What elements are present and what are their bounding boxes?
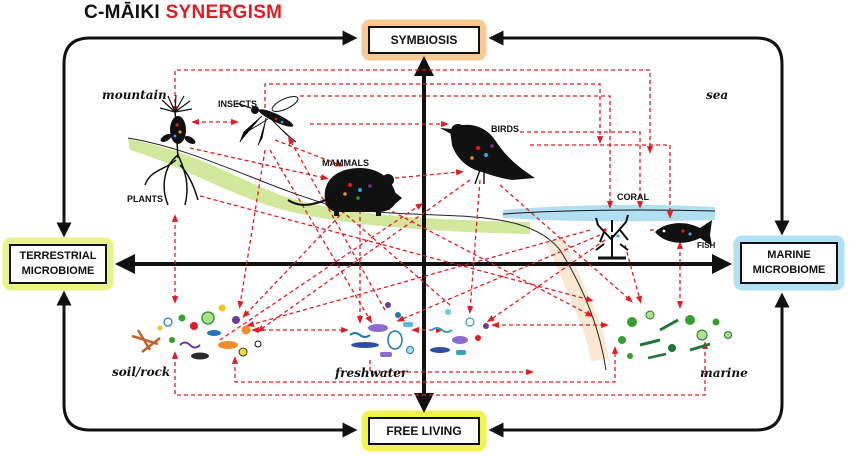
freshwater-microbes-icon — [349, 302, 489, 357]
terrestrial-glow — [2, 237, 114, 291]
title-part-2: SYNERGISM — [165, 2, 283, 23]
symbiosis-box: SYMBIOSIS — [368, 26, 480, 54]
coral-icon — [595, 214, 629, 260]
coral-microbes — [603, 228, 620, 238]
symbiosis-label: SYMBIOSIS — [390, 32, 458, 47]
free-living-box: FREE LIVING — [368, 417, 480, 445]
label-plants: PLANTS — [127, 194, 163, 204]
free-living-label: FREE LIVING — [386, 423, 462, 438]
label-coral: CORAL — [617, 192, 649, 202]
lehua-plant-icon — [144, 94, 199, 206]
bird-icon — [440, 124, 535, 185]
fish-icon — [655, 220, 712, 246]
terrestrial-line-1: TERRESTRIAL — [19, 250, 97, 262]
region-freshwater: freshwater — [335, 366, 408, 380]
free-living-glow — [361, 410, 487, 452]
label-fish: FISH — [697, 241, 716, 250]
region-marine: marine — [700, 366, 748, 380]
label-birds: BIRDS — [491, 124, 520, 134]
mosquito-icon — [235, 96, 299, 146]
region-soil-rock: soil/rock — [112, 365, 171, 379]
marine-glow — [733, 235, 845, 291]
label-mammals: MAMMALS — [322, 158, 369, 168]
main-axes — [115, 56, 732, 413]
terrestrial-line-2: MICROBIOME — [21, 265, 95, 277]
label-insects: INSECTS — [218, 99, 258, 109]
diagram-title: C-MĀIKI SYNERGISM — [84, 2, 282, 24]
terrestrial-microbiome-box: TERRESTRIAL MICROBIOME — [9, 244, 107, 284]
marine-microbes-icon — [618, 310, 732, 360]
marine-microbiome-box: MARINE MICROBIOME — [740, 242, 838, 284]
soil-microbes-icon — [131, 304, 262, 360]
title-part-1: C-MĀIKI — [84, 2, 160, 23]
marine-line-2: MICROBIOME — [752, 264, 826, 276]
water-strip — [503, 204, 715, 222]
region-mountain: mountain — [102, 88, 167, 102]
interaction-network — [171, 69, 709, 396]
rat-icon — [287, 168, 402, 216]
marine-line-1: MARINE — [767, 249, 811, 261]
outer-frame-arrows — [56, 30, 790, 438]
region-sea: sea — [706, 88, 729, 102]
